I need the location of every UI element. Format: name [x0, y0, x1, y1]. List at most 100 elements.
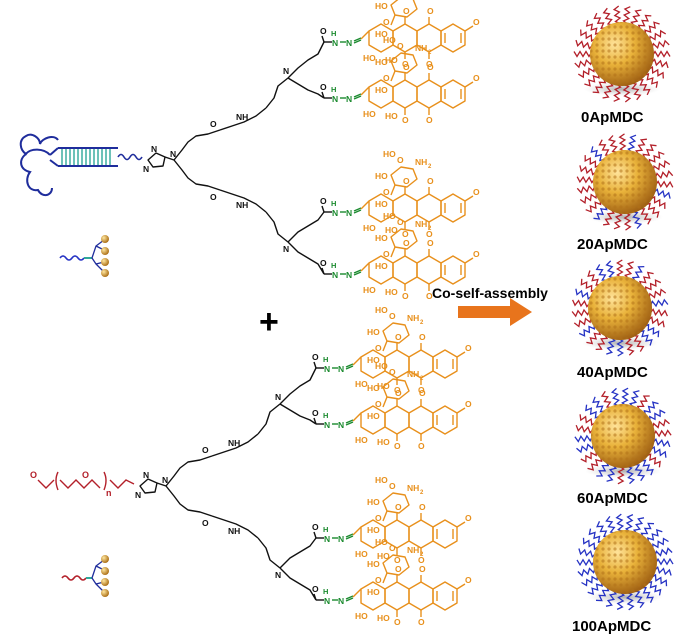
peg-strand — [613, 210, 623, 230]
aptamer-base-pairs — [61, 149, 111, 165]
peg-strand — [592, 77, 607, 94]
peg-strand — [595, 333, 609, 351]
aptamer-strand — [651, 537, 669, 551]
aptamer-strand — [616, 590, 626, 610]
aptamer-strand — [575, 288, 594, 300]
aptamer-strand — [610, 387, 621, 407]
peg-strand — [587, 270, 603, 286]
peg-strand — [635, 138, 647, 156]
peg-strand — [571, 308, 591, 318]
aptamer-strand — [615, 513, 625, 533]
peg-strand — [573, 316, 592, 328]
aptamer-strand — [578, 548, 597, 559]
aptamer-strand — [643, 323, 660, 338]
aptamer-strand — [633, 590, 645, 608]
peg-strand — [648, 151, 665, 166]
aptamer-strand — [581, 573, 599, 587]
peg-strand — [600, 390, 613, 409]
svg-text:O: O — [82, 470, 89, 480]
peg-strand — [651, 39, 670, 50]
aptamer-strand — [616, 337, 624, 357]
nanoparticle-0 — [573, 5, 671, 103]
nanoparticle-100 — [576, 513, 674, 611]
aptamer-strand — [646, 529, 663, 544]
peg-strand — [579, 165, 598, 176]
nanoparticle-labels: 0ApMDC 20ApMDC 40ApMDC 60ApMDC 100ApMDC — [572, 109, 651, 635]
peg-strand — [644, 21, 660, 37]
aptamer-linker — [117, 153, 143, 161]
peg-strand — [603, 208, 615, 226]
peg-strand — [644, 202, 660, 218]
peg-strand — [647, 65, 664, 79]
peg-strand — [607, 135, 619, 154]
plus-sign: + — [259, 303, 279, 341]
peg-strand — [648, 308, 668, 317]
aptamer-strand — [621, 387, 630, 407]
aptamer-strand — [627, 134, 637, 154]
peg-cartoon-legend — [61, 555, 109, 597]
peg-strand — [573, 50, 593, 58]
aptamer-strand — [595, 585, 610, 602]
peg-strand — [584, 155, 601, 169]
peg-strand — [572, 299, 592, 308]
aptamer-strand — [585, 404, 602, 419]
aptamer-strand — [593, 203, 608, 220]
nanoparticle-20 — [576, 133, 674, 231]
aptamer-strand — [588, 528, 605, 544]
peg-strand — [654, 170, 674, 180]
aptamer-strand — [577, 566, 596, 577]
aptamer-strand — [640, 586, 654, 603]
peg-drug-conjugate: O O n — [30, 305, 472, 627]
peg-strand — [593, 12, 608, 30]
aptamer-strand — [649, 298, 669, 308]
peg-strand — [638, 208, 652, 225]
peg-strand — [652, 429, 672, 438]
peg-chain — [37, 471, 135, 491]
peg-strand — [642, 73, 659, 88]
aptamer-strand — [605, 588, 618, 607]
peg-repeat-subscript: n — [106, 488, 112, 498]
aptamer-cartoon-legend — [59, 235, 109, 277]
peg-strand — [580, 449, 597, 463]
aptamer-strand — [631, 210, 643, 229]
peg-strand — [602, 7, 614, 26]
peg-strand — [654, 180, 674, 189]
peg-strand — [616, 259, 624, 279]
peg-strand — [584, 71, 600, 87]
label-20apmdc: 20ApMDC — [577, 236, 648, 253]
label-100apmdc: 100ApMDC — [572, 618, 651, 635]
peg-strand — [650, 58, 669, 69]
aptamer-strand — [587, 580, 604, 595]
aptamer-strand — [624, 514, 634, 534]
aptamer-strand — [649, 445, 667, 458]
peg-strand — [630, 82, 642, 101]
aptamer-strand — [574, 434, 594, 443]
aptamer-strand — [578, 323, 596, 337]
aptamer-strand — [639, 459, 654, 476]
aptamer-strand — [640, 522, 655, 539]
peg-strand — [579, 192, 598, 204]
peg-strand — [651, 418, 670, 430]
peg-strand — [644, 453, 661, 468]
peg-strand — [649, 29, 667, 43]
aptamer-strand — [652, 188, 671, 199]
nanoparticle-60 — [574, 387, 672, 485]
aptamer-strand — [632, 517, 645, 536]
nanoparticle-series — [571, 5, 674, 611]
aptamer-strand — [606, 336, 616, 355]
peg-strand — [598, 139, 612, 156]
aptamer-strand — [605, 260, 616, 279]
aptamer-strand — [653, 565, 672, 576]
peg-strand — [638, 271, 654, 288]
peg-strand — [631, 335, 645, 352]
peg-strand — [624, 261, 634, 280]
aptamer-strand — [592, 396, 607, 413]
label-0apmdc: 0ApMDC — [581, 109, 644, 126]
peg-strand — [585, 198, 602, 213]
peg-strand — [630, 9, 642, 28]
nanoparticle-40 — [571, 259, 669, 357]
peg-strand — [618, 133, 627, 153]
aptamer-strand — [650, 573, 668, 587]
peg-strand — [577, 65, 595, 79]
